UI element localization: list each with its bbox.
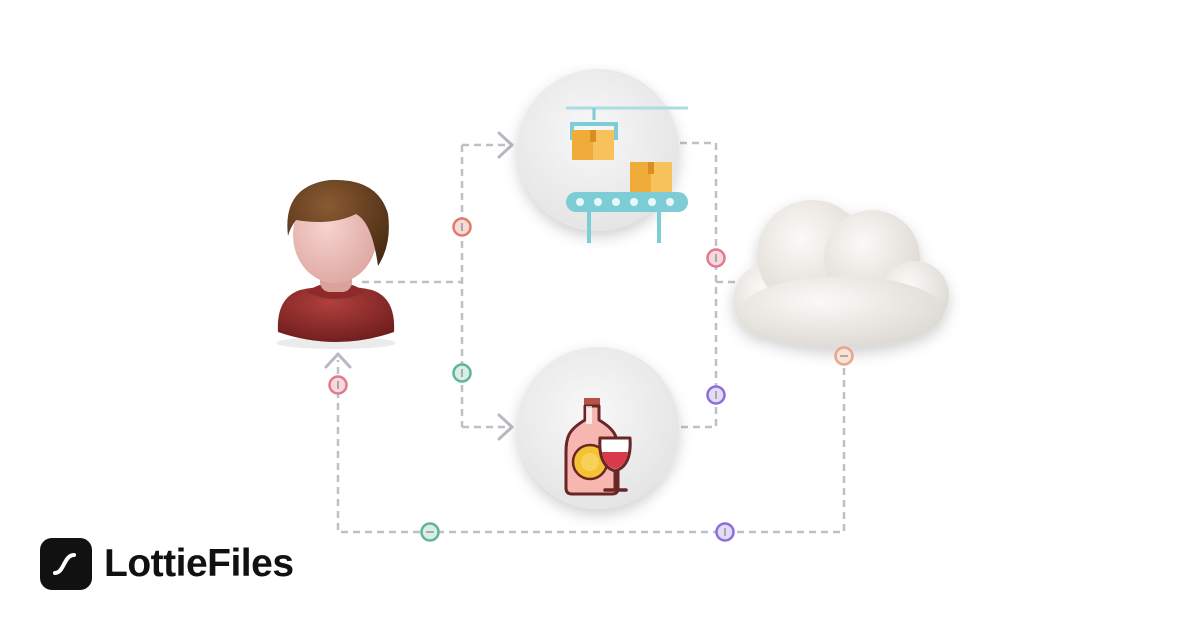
connector-dot-purple-bottom — [715, 522, 735, 542]
brand-name: LottieFiles — [104, 542, 294, 585]
node-wine — [517, 347, 679, 509]
connector-dot-green-left — [452, 363, 472, 383]
connector-dot-pink-loop — [328, 375, 348, 395]
connector-return-loop — [336, 356, 846, 534]
connector-dot-purple-right — [706, 385, 726, 405]
connector-dot-green-bottom — [420, 522, 440, 542]
brand-logo: LottieFiles — [40, 538, 294, 590]
connector-factory-out — [680, 141, 718, 429]
wine-bottle-glass-icon — [564, 398, 632, 496]
node-factory — [517, 69, 688, 243]
user-avatar-icon — [276, 179, 396, 349]
arrow-up-to-user-icon — [324, 352, 352, 369]
connector-dot-coral — [452, 217, 472, 237]
connector-dots — [328, 217, 854, 542]
arrows — [324, 131, 514, 441]
connector-dot-peach-cloud — [834, 346, 854, 366]
arrow-to-wine-icon — [497, 413, 514, 441]
lottiefiles-logo-icon — [40, 538, 92, 590]
cloud-icon — [733, 200, 949, 348]
arrow-to-factory-icon — [497, 131, 514, 159]
connector-dot-pink-right — [706, 248, 726, 268]
conveyor-belt-boxes-icon — [566, 106, 688, 243]
